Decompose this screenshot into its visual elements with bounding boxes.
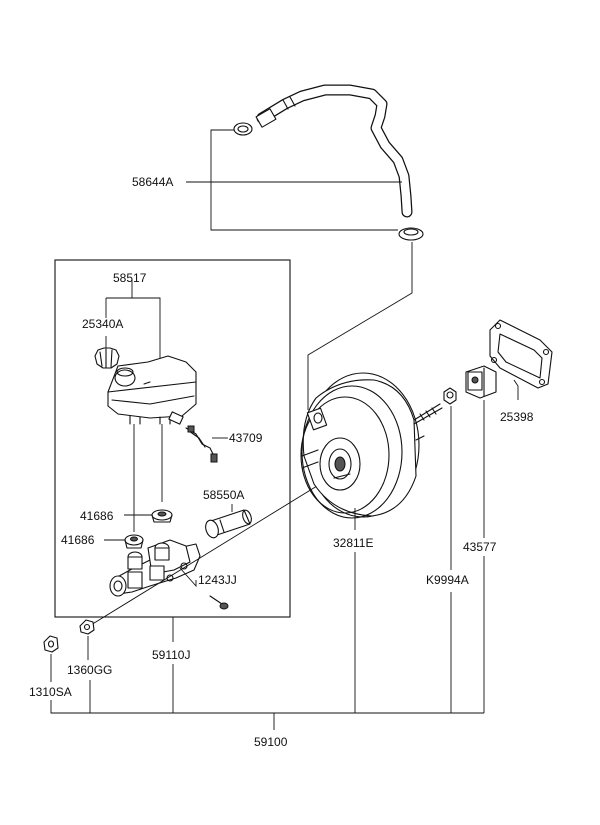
leader-mc-to-booster xyxy=(85,477,331,629)
leader-1243JJ xyxy=(179,567,197,588)
leader-25398 xyxy=(513,379,519,400)
booster-nut-K9994A xyxy=(443,387,457,405)
reservoir-group xyxy=(85,280,331,629)
label-43577: 43577 xyxy=(463,540,497,554)
nut-1310SA xyxy=(43,635,59,653)
vacuum-hose-inner xyxy=(257,85,412,217)
label-41686-lower: 41686 xyxy=(61,533,95,547)
leader-59100-bus xyxy=(50,700,484,714)
fluid-level-sensor xyxy=(168,411,218,463)
reservoir-grommet-upper xyxy=(151,509,173,523)
label-58644A: 58644A xyxy=(132,175,173,189)
hose-clamp-upper xyxy=(233,122,253,136)
master-cylinder-group-frame xyxy=(54,259,291,618)
booster-stud-3 xyxy=(333,473,351,479)
label-58550A: 58550A xyxy=(203,488,244,502)
nut-1360GG xyxy=(79,619,95,635)
label-25340A: 25340A xyxy=(82,317,123,331)
reservoir-grommet-lower xyxy=(124,534,144,549)
hose-clamp-lower-inner xyxy=(403,228,419,236)
leader-hose-to-booster xyxy=(307,242,413,410)
hose-ring-1 xyxy=(282,99,289,110)
hose-group-bracket xyxy=(210,129,398,231)
hose-ring-2 xyxy=(289,96,296,107)
booster-clevis xyxy=(465,365,497,399)
leader-58517 xyxy=(106,297,161,360)
hose-clamp-lower xyxy=(398,227,424,241)
label-59110J: 59110J xyxy=(152,648,190,662)
label-58517: 58517 xyxy=(113,271,147,285)
label-25398: 25398 xyxy=(500,410,534,424)
hose-fitting xyxy=(255,108,277,128)
booster-check-valve xyxy=(306,407,328,431)
vacuum-hose-assembly xyxy=(186,84,424,410)
label-41686-upper: 41686 xyxy=(80,509,114,523)
label-32811E: 32811E xyxy=(333,536,373,550)
brake-master-cylinder xyxy=(109,539,201,597)
reservoir-cap xyxy=(94,347,120,369)
label-43709: 43709 xyxy=(229,431,263,445)
booster-shell-seam xyxy=(301,385,403,519)
label-1360GG: 1360GG xyxy=(67,663,112,677)
reservoir-filler-neck xyxy=(114,369,136,387)
part-labels: 58644A 58517 25340A 43709 58550A 41686 4… xyxy=(29,175,534,749)
brake-fluid-reservoir xyxy=(107,355,197,425)
booster-stud-2 xyxy=(301,461,319,469)
label-1243JJ: 1243JJ xyxy=(198,573,237,587)
label-1310SA: 1310SA xyxy=(29,685,72,699)
master-cylinder-seal xyxy=(205,509,252,539)
hose-clamp-upper-inner xyxy=(237,125,249,133)
reservoir-mounting-screw xyxy=(209,595,229,610)
label-K9994A: K9994A xyxy=(426,573,469,587)
booster-stud-1 xyxy=(301,449,319,457)
label-59100: 59100 xyxy=(254,735,288,749)
brake-booster xyxy=(300,372,443,519)
booster-gasket xyxy=(489,319,553,389)
